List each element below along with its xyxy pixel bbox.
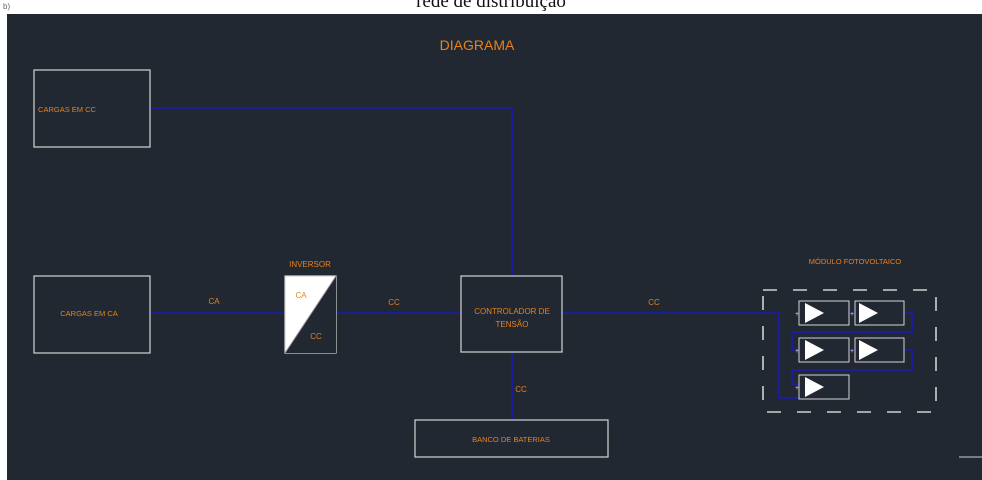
banco-label: BANCO DE BATERIAS — [472, 435, 550, 444]
cargas-ca-label: CARGAS EM CA — [60, 309, 118, 318]
inversor-ca-label: CA — [295, 291, 307, 300]
modulo-wiring — [778, 312, 913, 399]
cc-connection-label-2: CC — [648, 298, 660, 307]
cc-connection-label-3: CC — [515, 385, 527, 394]
diagram-canvas: DIAGRAMA CARGAS EM CC CARGAS EM CA CA IN… — [7, 14, 982, 480]
panel-marker: b) — [3, 2, 11, 11]
panel-plus-1: + — [795, 311, 799, 318]
solar-panel-3: + — [795, 337, 850, 363]
solar-panel-2: + — [850, 300, 905, 326]
cargas-cc-box — [33, 69, 151, 148]
banco-box — [414, 419, 609, 458]
solar-panel-5: + — [795, 374, 850, 400]
modulo-title: MÓDULO FOTOVOLTAICO — [809, 257, 902, 266]
controlador-box — [460, 275, 563, 353]
solar-panel-4: + — [850, 337, 905, 363]
wire-cargas-cc — [150, 107, 513, 276]
diagram-svg: DIAGRAMA CARGAS EM CC CARGAS EM CA CA IN… — [33, 37, 982, 458]
cargas-ca-box — [33, 275, 151, 354]
panel-plus-5: + — [795, 385, 799, 392]
figure-caption: rede de distribuição — [416, 0, 566, 12]
panel-plus-2: + — [850, 311, 854, 318]
controlador-label-line1: CONTROLADOR DE — [474, 307, 550, 316]
inversor-cc-label: CC — [310, 332, 322, 341]
panel-plus-4: + — [850, 348, 854, 355]
inversor-title: INVERSOR — [289, 260, 331, 269]
inversor-block — [284, 275, 337, 354]
panel-plus-3: + — [795, 348, 799, 355]
cargas-cc-label: CARGAS EM CC — [38, 105, 97, 114]
ca-connection-label: CA — [208, 297, 220, 306]
solar-panel-1: + — [795, 300, 850, 326]
controlador-label-line2: TENSÃO — [496, 320, 529, 329]
cc-connection-label-1: CC — [388, 298, 400, 307]
diagram-title: DIAGRAMA — [440, 37, 515, 53]
